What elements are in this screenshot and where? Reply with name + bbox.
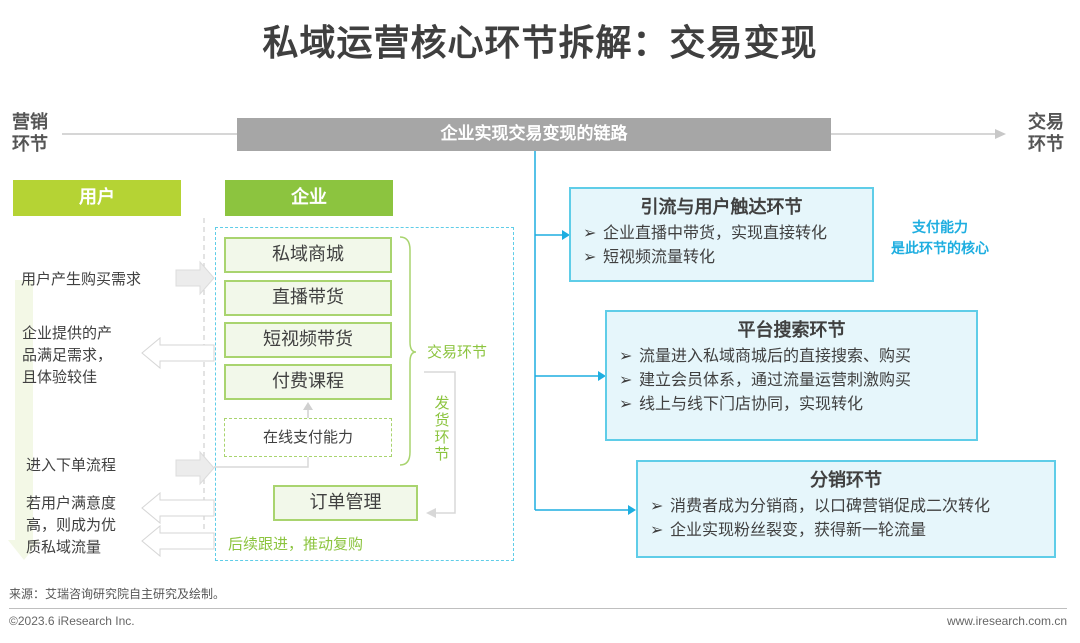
marketing-stage-label: 营销 环节: [12, 112, 48, 156]
page-title: 私域运营核心环节拆解：交易变现: [262, 23, 818, 64]
marketing-stage-label-line: 环节: [12, 134, 48, 155]
bullet-arrow-icon: ➢: [650, 520, 664, 539]
channel-livestream-sales: 直播带货: [224, 280, 392, 316]
stage-bullet: ➢ 流量进入私域商城后的直接搜索、购买: [619, 344, 964, 368]
order-to-payment-line: [214, 457, 309, 468]
trade-stage-brace: [399, 236, 417, 466]
user-step-line: 若用户满意度: [26, 494, 117, 512]
website-link[interactable]: www.iresearch.com.cn: [946, 614, 1067, 628]
channel-private-mall: 私域商城: [224, 237, 392, 273]
arrow-right-purchase-icon: [175, 260, 215, 296]
payment-core-note-line: 是此环节的核心: [891, 241, 989, 257]
enterprise-container: [215, 227, 514, 561]
stage-bullet: ➢ 短视频流量转化: [583, 245, 860, 269]
trade-stage-label: 交易环节: [427, 343, 488, 361]
stage-bullet-text: 线上与线下门店协同，实现转化: [639, 394, 864, 413]
stage-bullet-text: 消费者成为分销商，以口碑营销促成二次转化: [670, 496, 991, 515]
user-step-line: 进入下单流程: [26, 456, 117, 474]
user-step-high-satisfaction: 若用户满意度 高，则成为优 质私域流量: [26, 492, 116, 558]
user-flow-down-arrow-icon: [8, 280, 40, 560]
stage-distribution: 分销环节 ➢ 消费者成为分销商，以口碑营销促成二次转化 ➢ 企业实现粉丝裂变，获得新…: [636, 460, 1056, 558]
stage-bullet-text: 企业实现粉丝裂变，获得新一轮流量: [670, 520, 927, 539]
stage-traffic-reach: 引流与用户触达环节 ➢ 企业直播中带货，实现直接转化 ➢ 短视频流量转化: [569, 187, 874, 282]
bullet-arrow-icon: ➢: [619, 394, 633, 413]
delivery-stage-label: 发 货 环 节: [433, 395, 451, 463]
delivery-stage-line: [424, 371, 456, 514]
user-step-purchase-need: 用户产生购买需求: [21, 268, 141, 290]
bullet-arrow-icon: ➢: [583, 247, 597, 266]
stage-platform-search: 平台搜索环节 ➢ 流量进入私域商城后的直接搜索、购买 ➢ 建立会员体系，通过流量运营…: [605, 310, 978, 441]
stage-bullet-text: 流量进入私域商城后的直接搜索、购买: [639, 346, 912, 365]
stage-bullet: ➢ 建立会员体系，通过流量运营刺激购买: [619, 368, 964, 392]
channel-short-video-sales: 短视频带货: [224, 322, 392, 358]
marketing-stage-label-line: 营销: [12, 112, 48, 133]
bullet-arrow-icon: ➢: [619, 370, 633, 389]
timeline-arrow-icon: [995, 129, 1006, 139]
arrow-stage-2-icon: [598, 371, 606, 381]
user-step-line: 高，则成为优: [26, 516, 117, 534]
stage-bullet: ➢ 企业直播中带货，实现直接转化: [583, 221, 860, 245]
payment-up-arrow-icon: [303, 402, 313, 410]
user-step-order-flow: 进入下单流程: [26, 454, 116, 476]
trade-stage-side-label-line: 环节: [1028, 134, 1064, 155]
stage-bullet-text: 企业直播中带货，实现直接转化: [603, 223, 828, 242]
stage-bullet: ➢ 企业实现粉丝裂变，获得新一轮流量: [650, 518, 1042, 542]
delivery-stage-char: 节: [434, 445, 450, 463]
delivery-stage-char: 发: [434, 394, 450, 412]
arrow-left-traffic-icon: [141, 524, 215, 558]
order-management: 订单管理: [273, 485, 418, 521]
user-step-line: 且体验较佳: [22, 368, 98, 386]
arrow-stage-1-icon: [562, 230, 570, 240]
online-payment-capability: 在线支付能力: [224, 418, 392, 457]
stage-title: 引流与用户触达环节: [640, 197, 803, 218]
user-step-line: 质私域流量: [26, 538, 102, 556]
arrow-left-satisfy-icon: [141, 336, 215, 370]
channel-paid-courses: 付费课程: [224, 364, 392, 400]
delivery-stage-char: 环: [434, 428, 450, 446]
enterprise-column-header: 企业: [225, 180, 393, 216]
follow-up-repurchase: 后续跟进，推动复购: [228, 535, 364, 553]
bullet-arrow-icon: ➢: [650, 496, 664, 515]
delivery-stage-char: 货: [434, 411, 450, 429]
user-step-product-satisfies: 企业提供的产 品满足需求， 且体验较佳: [22, 322, 112, 388]
trade-stage-side-label-line: 交易: [1028, 112, 1064, 133]
stage-bullet: ➢ 线上与线下门店协同，实现转化: [619, 392, 964, 416]
footer-divider: [9, 608, 1067, 609]
stage-title: 平台搜索环节: [737, 320, 846, 341]
stage-title: 分销环节: [810, 470, 882, 491]
chain-bar: 企业实现交易变现的链路: [237, 118, 831, 151]
arrow-stage-3-icon: [628, 505, 636, 515]
stage-bullet-text: 建立会员体系，通过流量运营刺激购买: [639, 370, 912, 389]
bullet-arrow-icon: ➢: [583, 223, 597, 242]
user-step-line: 品满足需求，: [22, 346, 113, 364]
source-note: 来源：艾瑞咨询研究院自主研究及绘制。: [9, 587, 226, 601]
bullet-arrow-icon: ➢: [619, 346, 633, 365]
arrow-right-order-icon: [175, 450, 215, 486]
trade-stage-side-label: 交易 环节: [1028, 112, 1064, 156]
stage-bullet-text: 短视频流量转化: [603, 247, 716, 266]
copyright: ©2023.6 iResearch Inc.: [9, 614, 135, 628]
arrow-left-satisfaction-icon: [141, 491, 215, 525]
user-column-header: 用户: [13, 180, 181, 216]
user-step-line: 用户产生购买需求: [21, 270, 142, 288]
delivery-arrow-icon: [426, 508, 436, 518]
user-step-line: 企业提供的产: [22, 324, 113, 342]
stage-bullet: ➢ 消费者成为分销商，以口碑营销促成二次转化: [650, 494, 1042, 518]
payment-core-note: 支付能力 是此环节的核心: [880, 218, 1000, 260]
payment-core-note-line: 支付能力: [912, 220, 968, 236]
